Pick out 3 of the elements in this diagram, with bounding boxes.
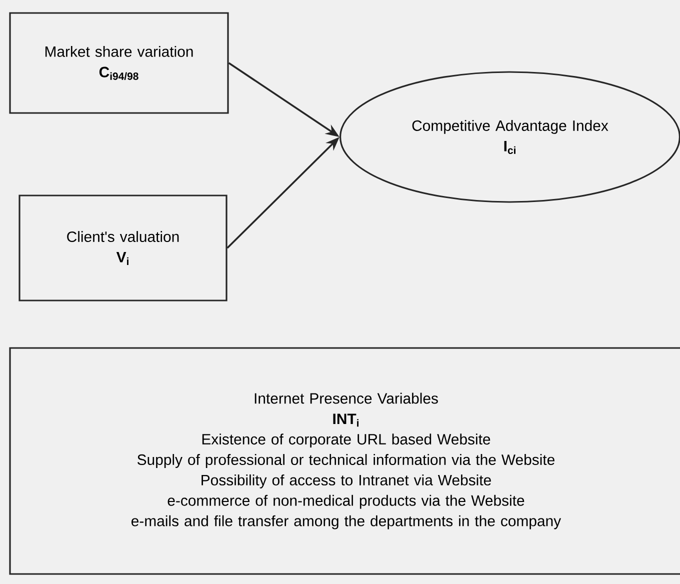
variable-box: Market share variation C$_{i94/98}$ — [9, 12, 229, 114]
variable-box: Client's valuation V$_{i}$ — [18, 194, 228, 302]
variables-panel: Internet Presence Variables INT$_{i}$ Existence of corporate URL based Website Supply of professional or technical information via the Website Possibility of access to Intranet via Website e-commerce of non-medical products via the Website e-mails and file transfer among the departments in the company — [9, 347, 680, 575]
